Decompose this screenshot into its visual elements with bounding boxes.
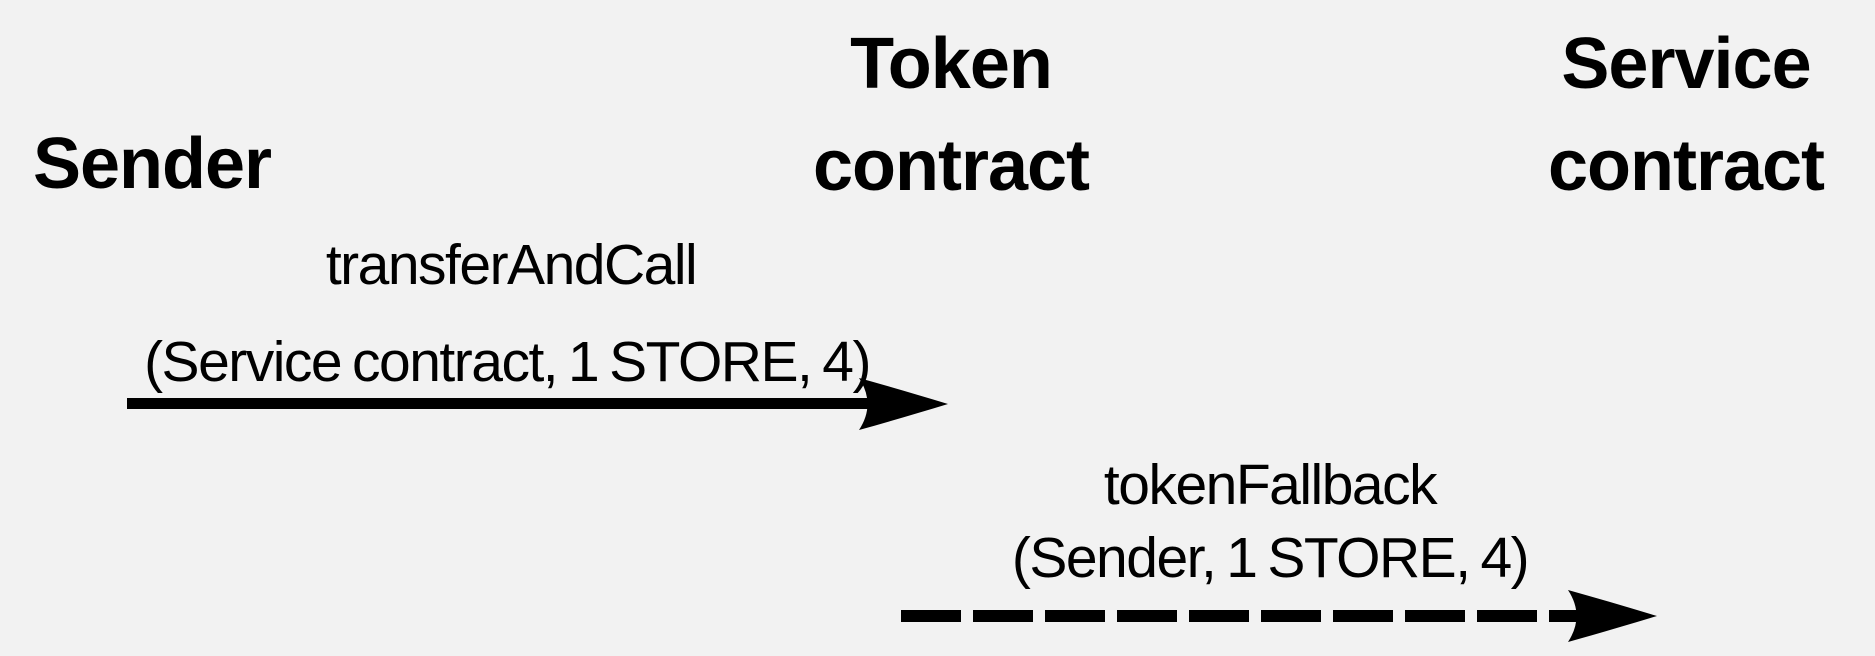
message-method-label: transferAndCall <box>325 233 698 297</box>
participant-token-contract: Token contract <box>812 13 1090 217</box>
participant-label-line: Token <box>850 24 1053 104</box>
dashed-arrow-line <box>901 610 1601 622</box>
solid-arrow-head-icon <box>859 378 948 430</box>
message-method-label: tokenFallback <box>1103 453 1438 517</box>
participant-label-line: Sender <box>32 124 272 204</box>
participant-label-line: Service <box>1561 24 1811 104</box>
participant-sender: Sender <box>32 113 272 215</box>
message-args-label: (Sender, 1 STORE, 4) <box>1011 526 1530 590</box>
solid-arrow-line <box>127 398 887 409</box>
participant-label-line: contract <box>812 126 1090 206</box>
participant-service-contract: Service contract <box>1547 13 1825 217</box>
message-args-label: (Service contract, 1 STORE, 4) <box>144 330 871 394</box>
dashed-arrow-head-icon <box>1568 590 1657 642</box>
participant-label-line: contract <box>1547 126 1825 206</box>
